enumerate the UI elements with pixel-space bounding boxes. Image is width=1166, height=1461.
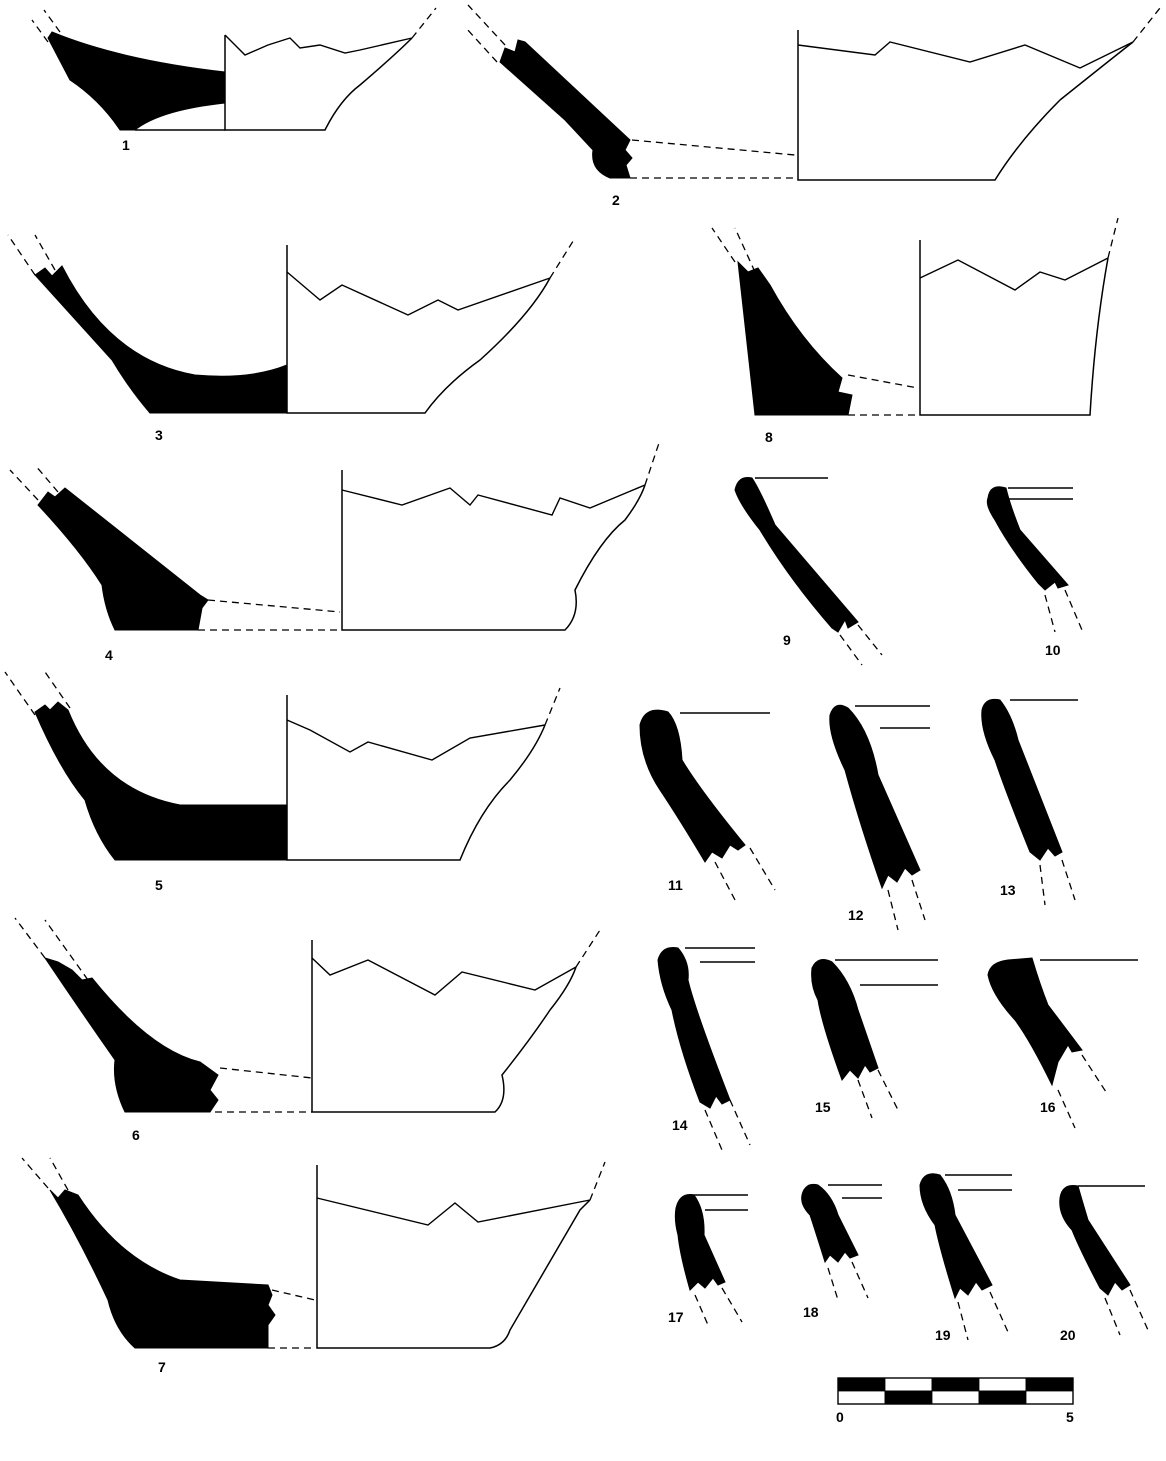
scale-segment	[978, 1390, 1027, 1405]
rim-sherd-20: 20	[1059, 1185, 1149, 1343]
vessel-drawing-1: 1	[31, 7, 437, 153]
scale-bar: 0 5	[836, 1377, 1074, 1425]
scale-segment	[931, 1377, 980, 1392]
scale-segment	[978, 1377, 1027, 1392]
rim-sherd-18: 18	[801, 1184, 882, 1320]
rim-sherd-19: 19	[919, 1173, 1012, 1343]
scale-start-label: 0	[836, 1409, 844, 1425]
scale-segment	[837, 1390, 886, 1405]
figure-label: 6	[132, 1127, 140, 1143]
figure-label: 14	[672, 1117, 688, 1133]
rim-sherd-17: 17	[668, 1194, 748, 1326]
vessel-drawing-8: 8	[711, 217, 1119, 445]
figure-label: 2	[612, 192, 620, 208]
vessel-drawing-6: 6	[14, 917, 601, 1143]
rim-sherd-13: 13	[981, 699, 1078, 906]
figure-label: 13	[1000, 882, 1016, 898]
rim-sherd-9: 9	[734, 477, 883, 666]
rim-sherd-15: 15	[811, 959, 938, 1119]
figure-label: 20	[1060, 1327, 1076, 1343]
rim-sherd-12: 12	[829, 704, 930, 931]
scale-end-label: 5	[1066, 1409, 1074, 1425]
figure-label: 16	[1040, 1099, 1056, 1115]
figure-label: 15	[815, 1099, 831, 1115]
vessel-drawing-3: 3	[7, 234, 576, 443]
figure-label: 11	[668, 877, 683, 893]
rim-sherd-11: 11	[639, 709, 776, 901]
scale-segment	[1025, 1390, 1074, 1405]
figure-label: 19	[935, 1327, 951, 1343]
figure-label: 8	[765, 429, 773, 445]
scale-segment	[837, 1377, 886, 1392]
scale-segment	[931, 1390, 980, 1405]
figure-label: 1	[122, 137, 130, 153]
figure-label: 4	[105, 647, 113, 663]
rim-sherd-14: 14	[657, 947, 755, 1151]
scale-segment	[1025, 1377, 1074, 1392]
scale-segment	[884, 1390, 933, 1405]
figure-label: 7	[158, 1359, 166, 1375]
vessel-drawing-4: 4	[9, 439, 661, 663]
figure-label: 5	[155, 877, 163, 893]
figure-label: 3	[155, 427, 163, 443]
figure-label: 10	[1045, 642, 1061, 658]
figure-label: 17	[668, 1309, 684, 1325]
scale-segment	[884, 1377, 933, 1392]
rim-sherd-16: 16	[987, 957, 1138, 1129]
vessel-drawing-5: 5	[4, 671, 561, 893]
rim-sherd-10: 10	[986, 486, 1083, 658]
figure-label: 9	[783, 632, 791, 648]
scale-segments	[837, 1377, 1074, 1405]
vessel-drawing-7: 7	[21, 1157, 606, 1375]
vessel-drawing-2: 2	[465, 4, 1161, 208]
figure-label: 12	[848, 907, 864, 923]
figure-label: 18	[803, 1304, 819, 1320]
